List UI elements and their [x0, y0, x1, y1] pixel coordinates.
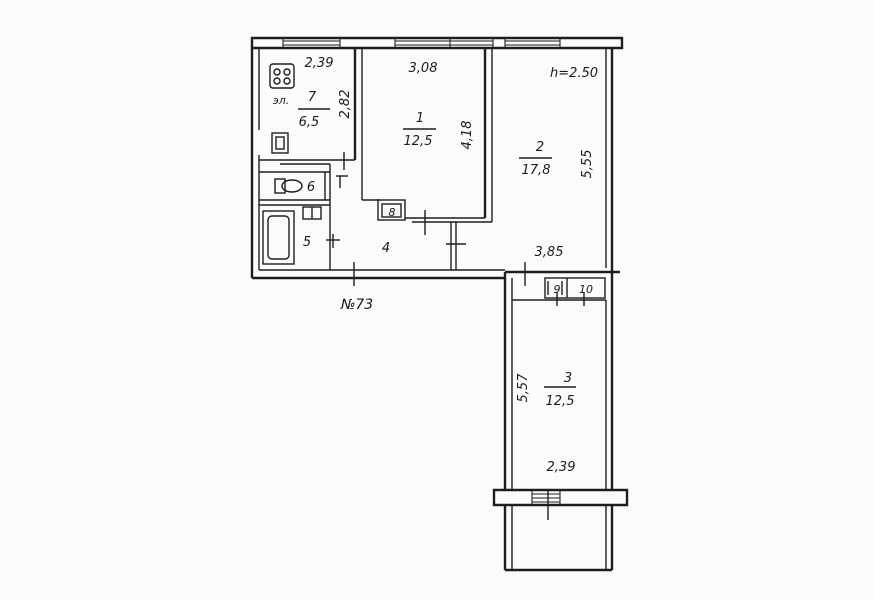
room-5-label: 5 — [303, 235, 311, 250]
door-markers — [326, 152, 585, 306]
room-3-area: 12,5 — [546, 394, 575, 409]
room-8-label: 8 — [389, 206, 396, 219]
sink-icon — [271, 132, 289, 154]
fraction-bars — [298, 108, 576, 388]
outer-walls — [250, 48, 620, 490]
washbasin-icon — [302, 206, 322, 220]
apartment-number: №73 — [340, 297, 373, 313]
top-wall — [250, 36, 624, 50]
room-7-label: 7 — [308, 90, 317, 105]
stove-icon — [269, 63, 295, 89]
window-room-2 — [504, 38, 561, 48]
partitions — [259, 48, 606, 299]
labels: 7 6,5 1 12,5 2 17,8 3 12,5 4 5 6 8 9 10 … — [273, 56, 598, 475]
room-6-label: 6 — [307, 180, 315, 195]
dim-room1-length: 4,18 — [460, 121, 475, 150]
bathtub-icon — [262, 210, 295, 265]
room-9-label: 9 — [554, 283, 561, 296]
window-room-1 — [394, 38, 494, 48]
dim-room3-length: 5,57 — [516, 373, 531, 403]
stove-label: эл. — [273, 94, 290, 107]
room-10-label: 10 — [579, 283, 593, 296]
room-2-label: 2 — [536, 140, 544, 155]
dim-room2-length: 5,55 — [580, 150, 595, 179]
dim-room2-width: 3,85 — [535, 245, 564, 260]
room-3-label: 3 — [564, 371, 572, 386]
window-room-3 — [531, 490, 561, 520]
dim-kitchen-width: 2,39 — [305, 56, 334, 71]
dim-room3-width: 2,39 — [547, 460, 576, 475]
balcony — [492, 488, 629, 572]
toilet-icon — [274, 178, 303, 194]
room-1-label: 1 — [416, 111, 424, 126]
room-4-label: 4 — [382, 241, 390, 256]
dim-kitchen-length: 2,82 — [338, 90, 353, 119]
dim-room1-width: 3,08 — [409, 61, 438, 76]
ceiling-height: h=2.50 — [550, 66, 598, 81]
room-7-area: 6,5 — [299, 115, 320, 130]
window-kitchen — [282, 38, 341, 48]
room-1-area: 12,5 — [404, 134, 433, 149]
room-2-area: 17,8 — [522, 163, 551, 178]
